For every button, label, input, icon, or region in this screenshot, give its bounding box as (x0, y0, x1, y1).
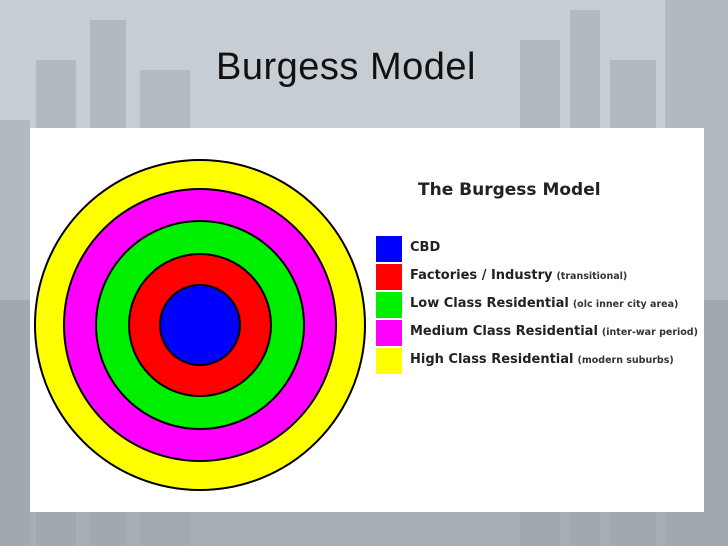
legend-swatch (376, 236, 402, 262)
zone-ring-cbd (159, 284, 241, 366)
legend-item-cbd: CBD (376, 236, 696, 262)
legend-item-medium-class: Medium Class Residential(inter-war perio… (376, 320, 698, 346)
legend-note: (modern suburbs) (577, 355, 674, 366)
legend-item-factories: Factories / Industry(transitional) (376, 264, 696, 290)
concentric-zones-diagram (34, 159, 366, 491)
diagram-panel: The Burgess Model CBD Factories / Indust… (30, 128, 704, 512)
legend-swatch (376, 264, 402, 290)
legend-label: Medium Class Residential (410, 324, 598, 339)
legend-swatch (376, 292, 402, 318)
legend-note: (transitional) (556, 271, 628, 282)
legend-label: Low Class Residential (410, 296, 569, 311)
legend-label: Factories / Industry (410, 268, 553, 283)
legend-note: (olc inner city area) (572, 299, 679, 310)
legend-label: High Class Residential (410, 352, 574, 367)
legend-item-high-class: High Class Residential(modern suburbs) (376, 348, 696, 374)
legend-item-low-class: Low Class Residential(olc inner city are… (376, 292, 696, 318)
slide-title: Burgess Model (216, 46, 476, 88)
legend-swatch (376, 348, 402, 374)
legend-label: CBD (410, 240, 441, 255)
legend-swatch (376, 320, 402, 346)
diagram-title: The Burgess Model (418, 180, 601, 200)
legend-note: (inter-war period) (601, 327, 698, 338)
